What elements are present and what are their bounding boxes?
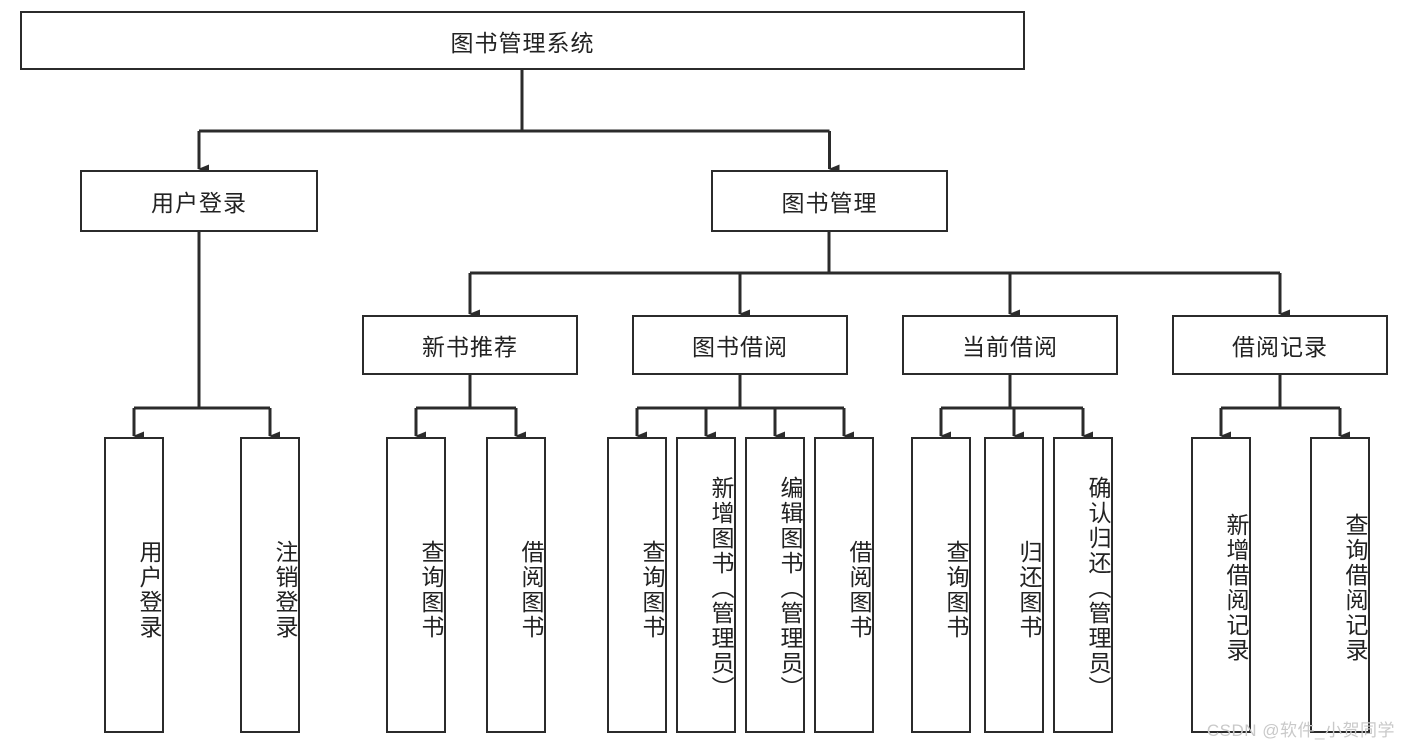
node-label: 查询图书 (639, 540, 665, 640)
node-leaf-query-book-cur[interactable]: 查询图书 (911, 437, 971, 733)
node-leaf-edit-book[interactable]: 编辑图书（管理员） (745, 437, 805, 733)
node-leaf-user-login[interactable]: 用户登录 (104, 437, 164, 733)
node-current-borrow[interactable]: 当前借阅 (902, 315, 1118, 375)
node-new-book-rec[interactable]: 新书推荐 (362, 315, 578, 375)
node-label: 新增图书（管理员） (708, 475, 734, 701)
node-user-login[interactable]: 用户登录 (80, 170, 318, 232)
node-leaf-query-book[interactable]: 查询图书 (607, 437, 667, 733)
node-leaf-return-book[interactable]: 归还图书 (984, 437, 1044, 733)
node-label: 当前借阅 (962, 334, 1058, 360)
node-label: 用户登录 (136, 540, 162, 640)
node-label: 注销登录 (272, 540, 298, 640)
node-leaf-query-book-rec[interactable]: 查询图书 (386, 437, 446, 733)
node-borrow-record[interactable]: 借阅记录 (1172, 315, 1388, 375)
node-label: 用户登录 (151, 190, 247, 216)
node-leaf-borrow-book-rec[interactable]: 借阅图书 (486, 437, 546, 733)
node-label: 查询图书 (418, 540, 444, 640)
node-label: 新书推荐 (422, 334, 518, 360)
node-leaf-add-record[interactable]: 新增借阅记录 (1191, 437, 1251, 733)
node-leaf-query-record[interactable]: 查询借阅记录 (1310, 437, 1370, 733)
node-leaf-logout[interactable]: 注销登录 (240, 437, 300, 733)
node-label: 图书管理系统 (450, 29, 595, 56)
node-leaf-borrow-book[interactable]: 借阅图书 (814, 437, 874, 733)
node-label: 归还图书 (1016, 540, 1042, 640)
node-label: 查询图书 (943, 540, 969, 640)
node-label: 编辑图书（管理员） (777, 475, 803, 701)
node-label: 借阅图书 (518, 540, 544, 640)
node-label: 图书管理 (781, 190, 878, 216)
node-book-borrow[interactable]: 图书借阅 (632, 315, 848, 375)
node-label: 借阅图书 (846, 540, 872, 640)
node-leaf-confirm-return[interactable]: 确认归还（管理员） (1053, 437, 1113, 733)
node-leaf-add-book[interactable]: 新增图书（管理员） (676, 437, 736, 733)
node-label: 借阅记录 (1232, 334, 1328, 360)
node-label: 查询借阅记录 (1342, 513, 1368, 663)
node-book-mgmt[interactable]: 图书管理 (711, 170, 948, 232)
node-label: 图书借阅 (692, 334, 788, 360)
node-root[interactable]: 图书管理系统 (20, 11, 1025, 70)
node-label: 新增借阅记录 (1223, 513, 1249, 663)
node-label: 确认归还（管理员） (1085, 475, 1111, 701)
